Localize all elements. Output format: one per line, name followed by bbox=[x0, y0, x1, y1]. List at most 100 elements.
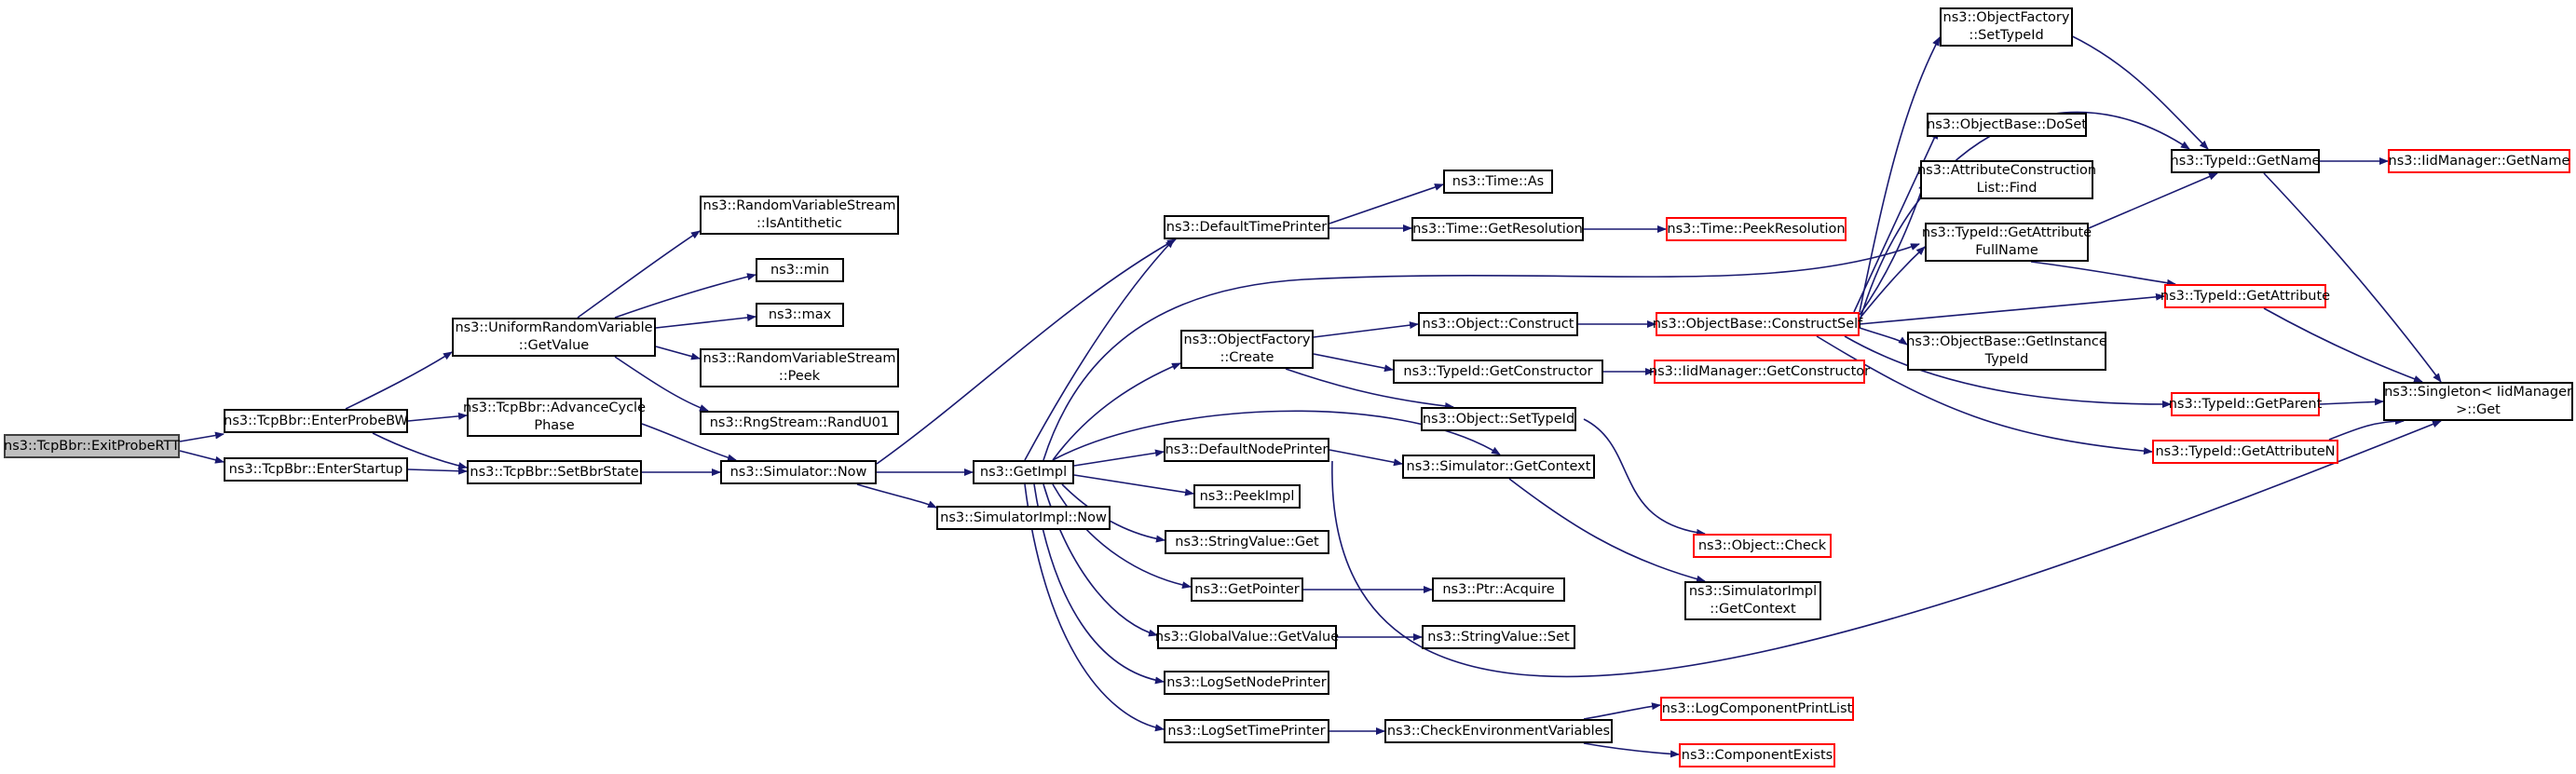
call-edge bbox=[2088, 172, 2218, 229]
call-edge bbox=[1073, 474, 1194, 496]
node-label-line: ns3::TypeId::GetAttribute bbox=[1921, 225, 2092, 240]
node-object-factory-create[interactable]: ns3::ObjectFactory::Create bbox=[1180, 330, 1314, 369]
node-label-line: ns3::Object::Check bbox=[1697, 537, 1827, 553]
node-check-environment-variables[interactable]: ns3::CheckEnvironmentVariables bbox=[1384, 719, 1613, 743]
node-label-line: List::Find bbox=[1976, 181, 2038, 196]
node-label-line: ::GetContext bbox=[1710, 602, 1796, 617]
call-edge bbox=[1859, 292, 2165, 325]
node-simulator-impl-now[interactable]: ns3::SimulatorImpl::Now bbox=[936, 506, 1111, 530]
node-label-line: ns3::CheckEnvironmentVariables bbox=[1386, 723, 1611, 739]
node-label-line: ns3::TcpBbr::EnterStartup bbox=[228, 461, 403, 477]
call-edge bbox=[1052, 410, 1501, 461]
node-label-line: ns3::min bbox=[770, 262, 830, 278]
node-is-antithetic[interactable]: ns3::RandomVariableStream::IsAntithetic bbox=[700, 196, 899, 235]
node-uniform-get-value[interactable]: ns3::UniformRandomVariable::GetValue bbox=[452, 318, 656, 357]
node-label-line: ns3::RngStream::RandU01 bbox=[709, 414, 890, 430]
call-edge bbox=[1853, 129, 1939, 313]
node-typeid-get-constructor[interactable]: ns3::TypeId::GetConstructor bbox=[1393, 360, 1603, 384]
node-exit-probe-rtt: ns3::TcpBbr::ExitProbeRTT bbox=[4, 434, 180, 458]
node-min[interactable]: ns3::min bbox=[756, 258, 844, 282]
node-typeid-get-attribute[interactable]: ns3::TypeId::GetAttribute bbox=[2160, 284, 2330, 308]
call-edge bbox=[1313, 321, 1419, 338]
node-default-time-printer[interactable]: ns3::DefaultTimePrinter bbox=[1164, 215, 1329, 239]
node-label-line: ns3::TypeId::GetConstructor bbox=[1403, 363, 1593, 379]
node-label-line: ns3::SimulatorImpl bbox=[1688, 584, 1818, 599]
node-typeid-get-attribute-n[interactable]: ns3::TypeId::GetAttributeN bbox=[2152, 440, 2338, 464]
call-edge bbox=[179, 450, 225, 464]
call-edge bbox=[876, 238, 1177, 465]
node-set-bbr-state[interactable]: ns3::TcpBbr::SetBbrState bbox=[467, 460, 642, 484]
node-enter-startup[interactable]: ns3::TcpBbr::EnterStartup bbox=[224, 457, 408, 482]
call-edge bbox=[1583, 742, 1680, 758]
node-object-factory-set-typeid[interactable]: ns3::ObjectFactory::SetTypeId bbox=[1940, 7, 2073, 47]
node-max[interactable]: ns3::max bbox=[756, 303, 844, 327]
node-time-as[interactable]: ns3::Time::As bbox=[1443, 170, 1553, 194]
node-object-check[interactable]: ns3::Object::Check bbox=[1693, 534, 1832, 558]
node-enter-probe-bw[interactable]: ns3::TcpBbr::EnterProbeBW bbox=[224, 409, 408, 433]
call-edge bbox=[1052, 362, 1181, 461]
call-edge bbox=[655, 346, 701, 360]
node-label-line: ns3::PeekImpl bbox=[1199, 488, 1295, 504]
node-time-get-resolution[interactable]: ns3::Time::GetResolution bbox=[1411, 217, 1584, 241]
node-singleton-get[interactable]: ns3::Singleton< IidManager >::Get bbox=[2383, 382, 2573, 421]
call-edge bbox=[407, 412, 468, 422]
node-label-line: ns3::DefaultTimePrinter bbox=[1165, 219, 1328, 235]
call-edge bbox=[179, 431, 225, 442]
node-object-construct[interactable]: ns3::Object::Construct bbox=[1418, 312, 1578, 336]
node-label-line: ns3::StringValue::Get bbox=[1175, 534, 1319, 550]
call-edge bbox=[1508, 478, 1706, 583]
node-get-impl[interactable]: ns3::GetImpl bbox=[973, 460, 1074, 484]
node-get-pointer[interactable]: ns3::GetPointer bbox=[1191, 577, 1303, 602]
node-object-set-typeid[interactable]: ns3::Object::SetTypeId bbox=[1421, 407, 1576, 431]
call-edge bbox=[1844, 335, 2172, 408]
node-log-set-node-printer[interactable]: ns3::LogSetNodePrinter bbox=[1164, 671, 1329, 695]
node-peek-impl[interactable]: ns3::PeekImpl bbox=[1193, 484, 1301, 509]
node-simulator-get-context[interactable]: ns3::Simulator::GetContext bbox=[1402, 455, 1595, 479]
node-label-line: ns3::TypeId::GetParent bbox=[2168, 396, 2323, 412]
node-label-line: ns3::Singleton< IidManager bbox=[2384, 385, 2572, 400]
node-iid-manager-get-name[interactable]: ns3::IidManager::GetName bbox=[2388, 149, 2570, 173]
node-label-line: ns3::IidManager::GetConstructor bbox=[1648, 363, 1871, 379]
node-log-set-time-printer[interactable]: ns3::LogSetTimePrinter bbox=[1164, 719, 1329, 743]
node-simulator-impl-get-context[interactable]: ns3::SimulatorImpl::GetContext bbox=[1684, 581, 1821, 620]
node-typeid-get-parent[interactable]: ns3::TypeId::GetParent bbox=[2168, 392, 2323, 416]
call-edge bbox=[1331, 420, 2442, 678]
node-component-exists[interactable]: ns3::ComponentExists bbox=[1679, 743, 1835, 767]
node-label-line: ns3::ObjectBase::ConstructSelf bbox=[1652, 316, 1863, 332]
call-edge bbox=[2263, 307, 2423, 383]
node-default-node-printer[interactable]: ns3::DefaultNodePrinter bbox=[1164, 438, 1329, 462]
call-edge bbox=[641, 423, 737, 462]
node-string-value-get[interactable]: ns3::StringValue::Get bbox=[1165, 530, 1329, 554]
node-ptr-acquire[interactable]: ns3::Ptr::Acquire bbox=[1432, 577, 1565, 602]
node-object-base-construct-self[interactable]: ns3::ObjectBase::ConstructSelf bbox=[1652, 312, 1863, 336]
node-label-line: ns3::ObjectFactory bbox=[1942, 10, 2070, 25]
node-simulator-now[interactable]: ns3::Simulator::Now bbox=[720, 460, 877, 484]
node-label-line: ns3::SimulatorImpl::Now bbox=[940, 509, 1107, 525]
node-log-component-print-list[interactable]: ns3::LogComponentPrintList bbox=[1660, 697, 1854, 721]
node-global-value-get-value[interactable]: ns3::GlobalValue::GetValue bbox=[1155, 625, 1339, 649]
node-label-line: ns3::DefaultNodePrinter bbox=[1165, 441, 1329, 457]
node-label-line: ns3::Simulator::Now bbox=[729, 464, 867, 480]
node-label-line: ns3::TcpBbr::EnterProbeBW bbox=[224, 413, 408, 428]
call-edge bbox=[1859, 111, 2190, 322]
node-label-line: ::IsAntithetic bbox=[756, 216, 842, 231]
node-time-peek-resolution[interactable]: ns3::Time::PeekResolution bbox=[1666, 217, 1847, 241]
node-label-line: ns3::Time::As bbox=[1452, 173, 1545, 189]
node-peek[interactable]: ns3::RandomVariableStream::Peek bbox=[700, 348, 899, 387]
node-typeid-get-name[interactable]: ns3::TypeId::GetName bbox=[2171, 149, 2320, 173]
node-rand-u01[interactable]: ns3::RngStream::RandU01 bbox=[700, 411, 899, 435]
node-label-line: ns3::GetPointer bbox=[1194, 581, 1300, 597]
node-label-line: ns3::ObjectBase::GetInstance bbox=[1906, 334, 2107, 349]
node-iid-manager-get-constructor[interactable]: ns3::IidManager::GetConstructor bbox=[1649, 360, 1870, 384]
call-edge bbox=[2319, 398, 2384, 406]
call-edge bbox=[1061, 483, 1165, 543]
node-label-line: ns3::ObjectFactory bbox=[1183, 333, 1311, 347]
node-string-value-set[interactable]: ns3::StringValue::Set bbox=[1422, 625, 1575, 649]
node-object-base-do-set[interactable]: ns3::ObjectBase::DoSet bbox=[1927, 113, 2087, 137]
node-label-line: ns3::AttributeConstruction bbox=[1916, 163, 2097, 178]
